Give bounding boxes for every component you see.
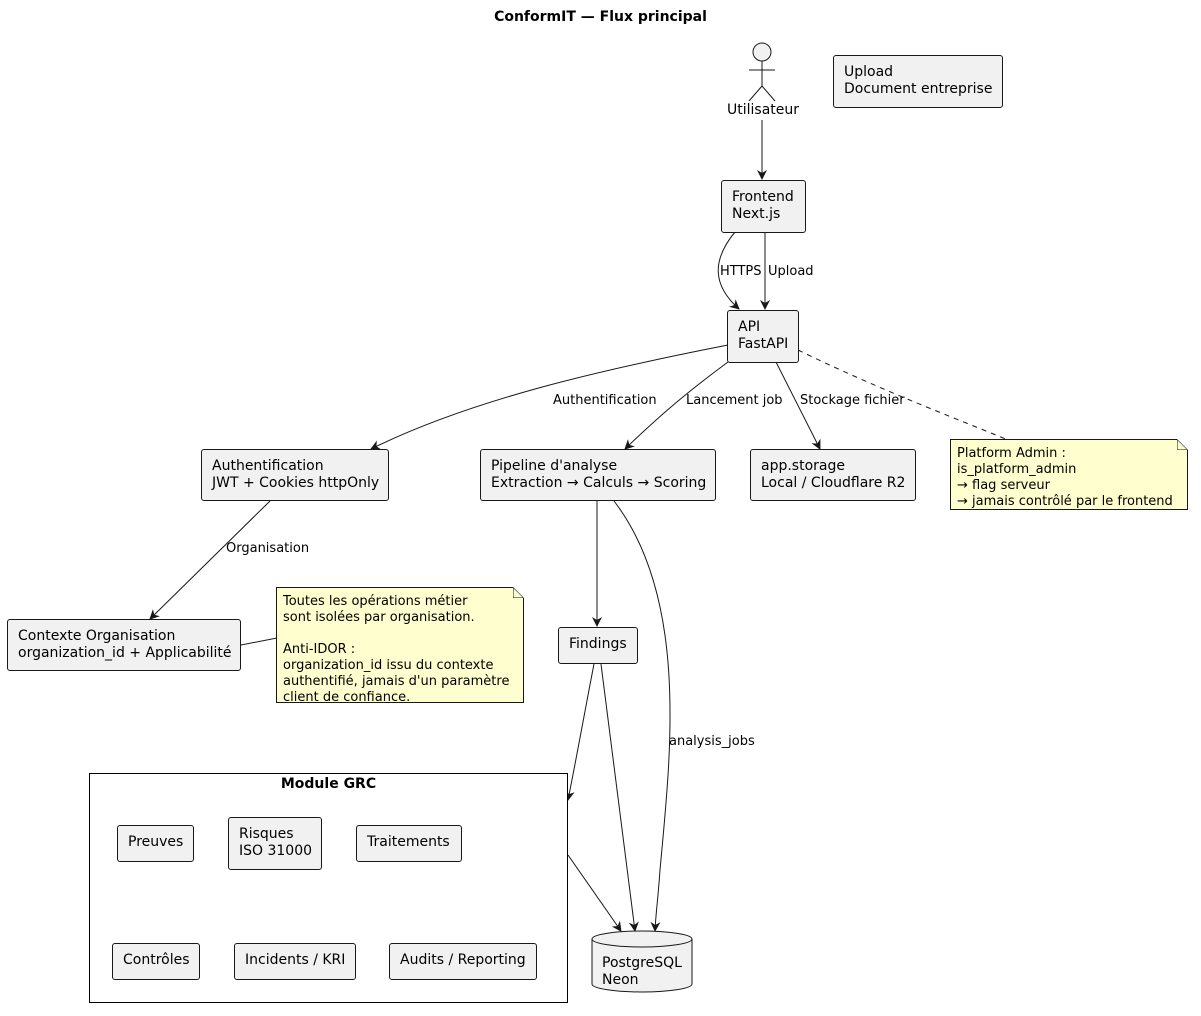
edge-api-storage — [775, 361, 821, 450]
edge-findings-module — [564, 663, 595, 801]
note-line: organization_id issu du contexte — [283, 658, 494, 673]
edge-label-analysis-jobs: analysis_jobs — [669, 734, 755, 749]
edge-api-note — [797, 349, 1009, 441]
note-line — [283, 626, 513, 642]
node-auth-line: JWT + Cookies httpOnly — [212, 475, 380, 491]
node-api: API FastAPI — [727, 310, 799, 363]
edge-auth-context — [149, 500, 271, 620]
node-context: Contexte Organisation organization_id + … — [7, 619, 241, 671]
node-frontend: Frontend Next.js — [721, 180, 806, 233]
node-storage-line: Local / Cloudflare R2 — [761, 475, 906, 491]
edge-module-database — [567, 854, 622, 932]
note-line: Toutes les opérations métier — [283, 594, 468, 609]
edge-api-pipeline — [624, 361, 729, 450]
node-storage-line: app.storage — [761, 458, 845, 474]
note-platform-admin: Platform Admin : is_platform_admin → fla… — [950, 439, 1188, 510]
node-context-line: Contexte Organisation — [18, 628, 176, 644]
node-frontend-line: Frontend — [732, 189, 794, 205]
note-line: → flag serveur — [957, 478, 1050, 493]
node-database-line: PostgreSQL — [602, 955, 682, 971]
node-findings-line: Findings — [569, 636, 627, 652]
user-actor-icon — [748, 42, 776, 102]
node-auth-line: Authentification — [212, 458, 324, 474]
note-line: Anti-IDOR : — [283, 642, 356, 657]
edge-label-authentification: Authentification — [553, 393, 657, 408]
edge-label-stockage-fichier: Stockage fichier — [800, 393, 905, 408]
module-item-line: Incidents / KRI — [245, 952, 346, 968]
note-line: authentifié, jamais d'un paramètre — [283, 674, 510, 689]
edge-label-lancement-job: Lancement job — [686, 393, 783, 408]
node-api-line: FastAPI — [738, 336, 789, 352]
edge-label-organisation: Organisation — [226, 541, 310, 556]
actor-label: Utilisateur — [727, 102, 800, 118]
module-item-incidents: Incidents / KRI — [234, 943, 356, 980]
note-fold-icon — [1177, 439, 1188, 450]
database-cylinder-icon — [591, 930, 693, 993]
module-item-line: Audits / Reporting — [400, 952, 526, 968]
edge-pipeline-database — [613, 500, 671, 932]
node-context-line: organization_id + Applicabilité — [18, 645, 232, 661]
node-storage: app.storage Local / Cloudflare R2 — [750, 449, 916, 501]
edge-label-upload: Upload — [768, 264, 814, 279]
module-item-line: Traitements — [367, 834, 450, 850]
module-item-line: Preuves — [128, 834, 184, 850]
node-upload: Upload Document entreprise — [833, 55, 1003, 108]
note-line: → jamais contrôlé par le frontend — [957, 494, 1173, 509]
module-item-audits: Audits / Reporting — [389, 943, 537, 980]
note-fold-icon — [513, 587, 524, 598]
node-findings: Findings — [558, 627, 638, 664]
module-item-line: ISO 31000 — [239, 843, 313, 859]
node-pipeline-line: Pipeline d'analyse — [491, 458, 618, 474]
node-auth: Authentification JWT + Cookies httpOnly — [201, 449, 389, 501]
edge-api-auth — [370, 344, 729, 450]
note-line: Platform Admin : — [957, 446, 1066, 461]
module-item-line: Contrôles — [123, 952, 190, 968]
module-item-risques: Risques ISO 31000 — [228, 817, 322, 870]
diagram-title: ConformIT — Flux principal — [494, 9, 707, 25]
node-upload-line: Upload — [844, 64, 894, 80]
note-organisation: Toutes les opérations métier sont isolée… — [276, 587, 524, 705]
edge-frontend-api-https — [717, 231, 740, 310]
node-database: PostgreSQL Neon — [602, 955, 682, 989]
module-grc-title: Module GRC — [280, 776, 377, 792]
node-api-line: API — [738, 319, 761, 335]
edge-findings-database — [600, 663, 639, 932]
node-upload-line: Document entreprise — [844, 81, 993, 97]
module-item-line: Risques — [239, 826, 294, 842]
note-line: is_platform_admin — [957, 462, 1077, 477]
module-item-controles: Contrôles — [112, 943, 200, 980]
edge-context-note — [240, 637, 278, 646]
node-pipeline-line: Extraction → Calculs → Scoring — [491, 475, 707, 491]
node-pipeline: Pipeline d'analyse Extraction → Calculs … — [480, 449, 716, 501]
edge-label-https: HTTPS — [720, 264, 762, 279]
module-item-traitements: Traitements — [356, 825, 462, 862]
node-database-line: Neon — [602, 972, 639, 988]
note-line: sont isolées par organisation. — [283, 610, 475, 625]
note-line: client de confiance. — [283, 690, 411, 705]
node-frontend-line: Next.js — [732, 206, 781, 222]
module-item-preuves: Preuves — [117, 825, 194, 862]
